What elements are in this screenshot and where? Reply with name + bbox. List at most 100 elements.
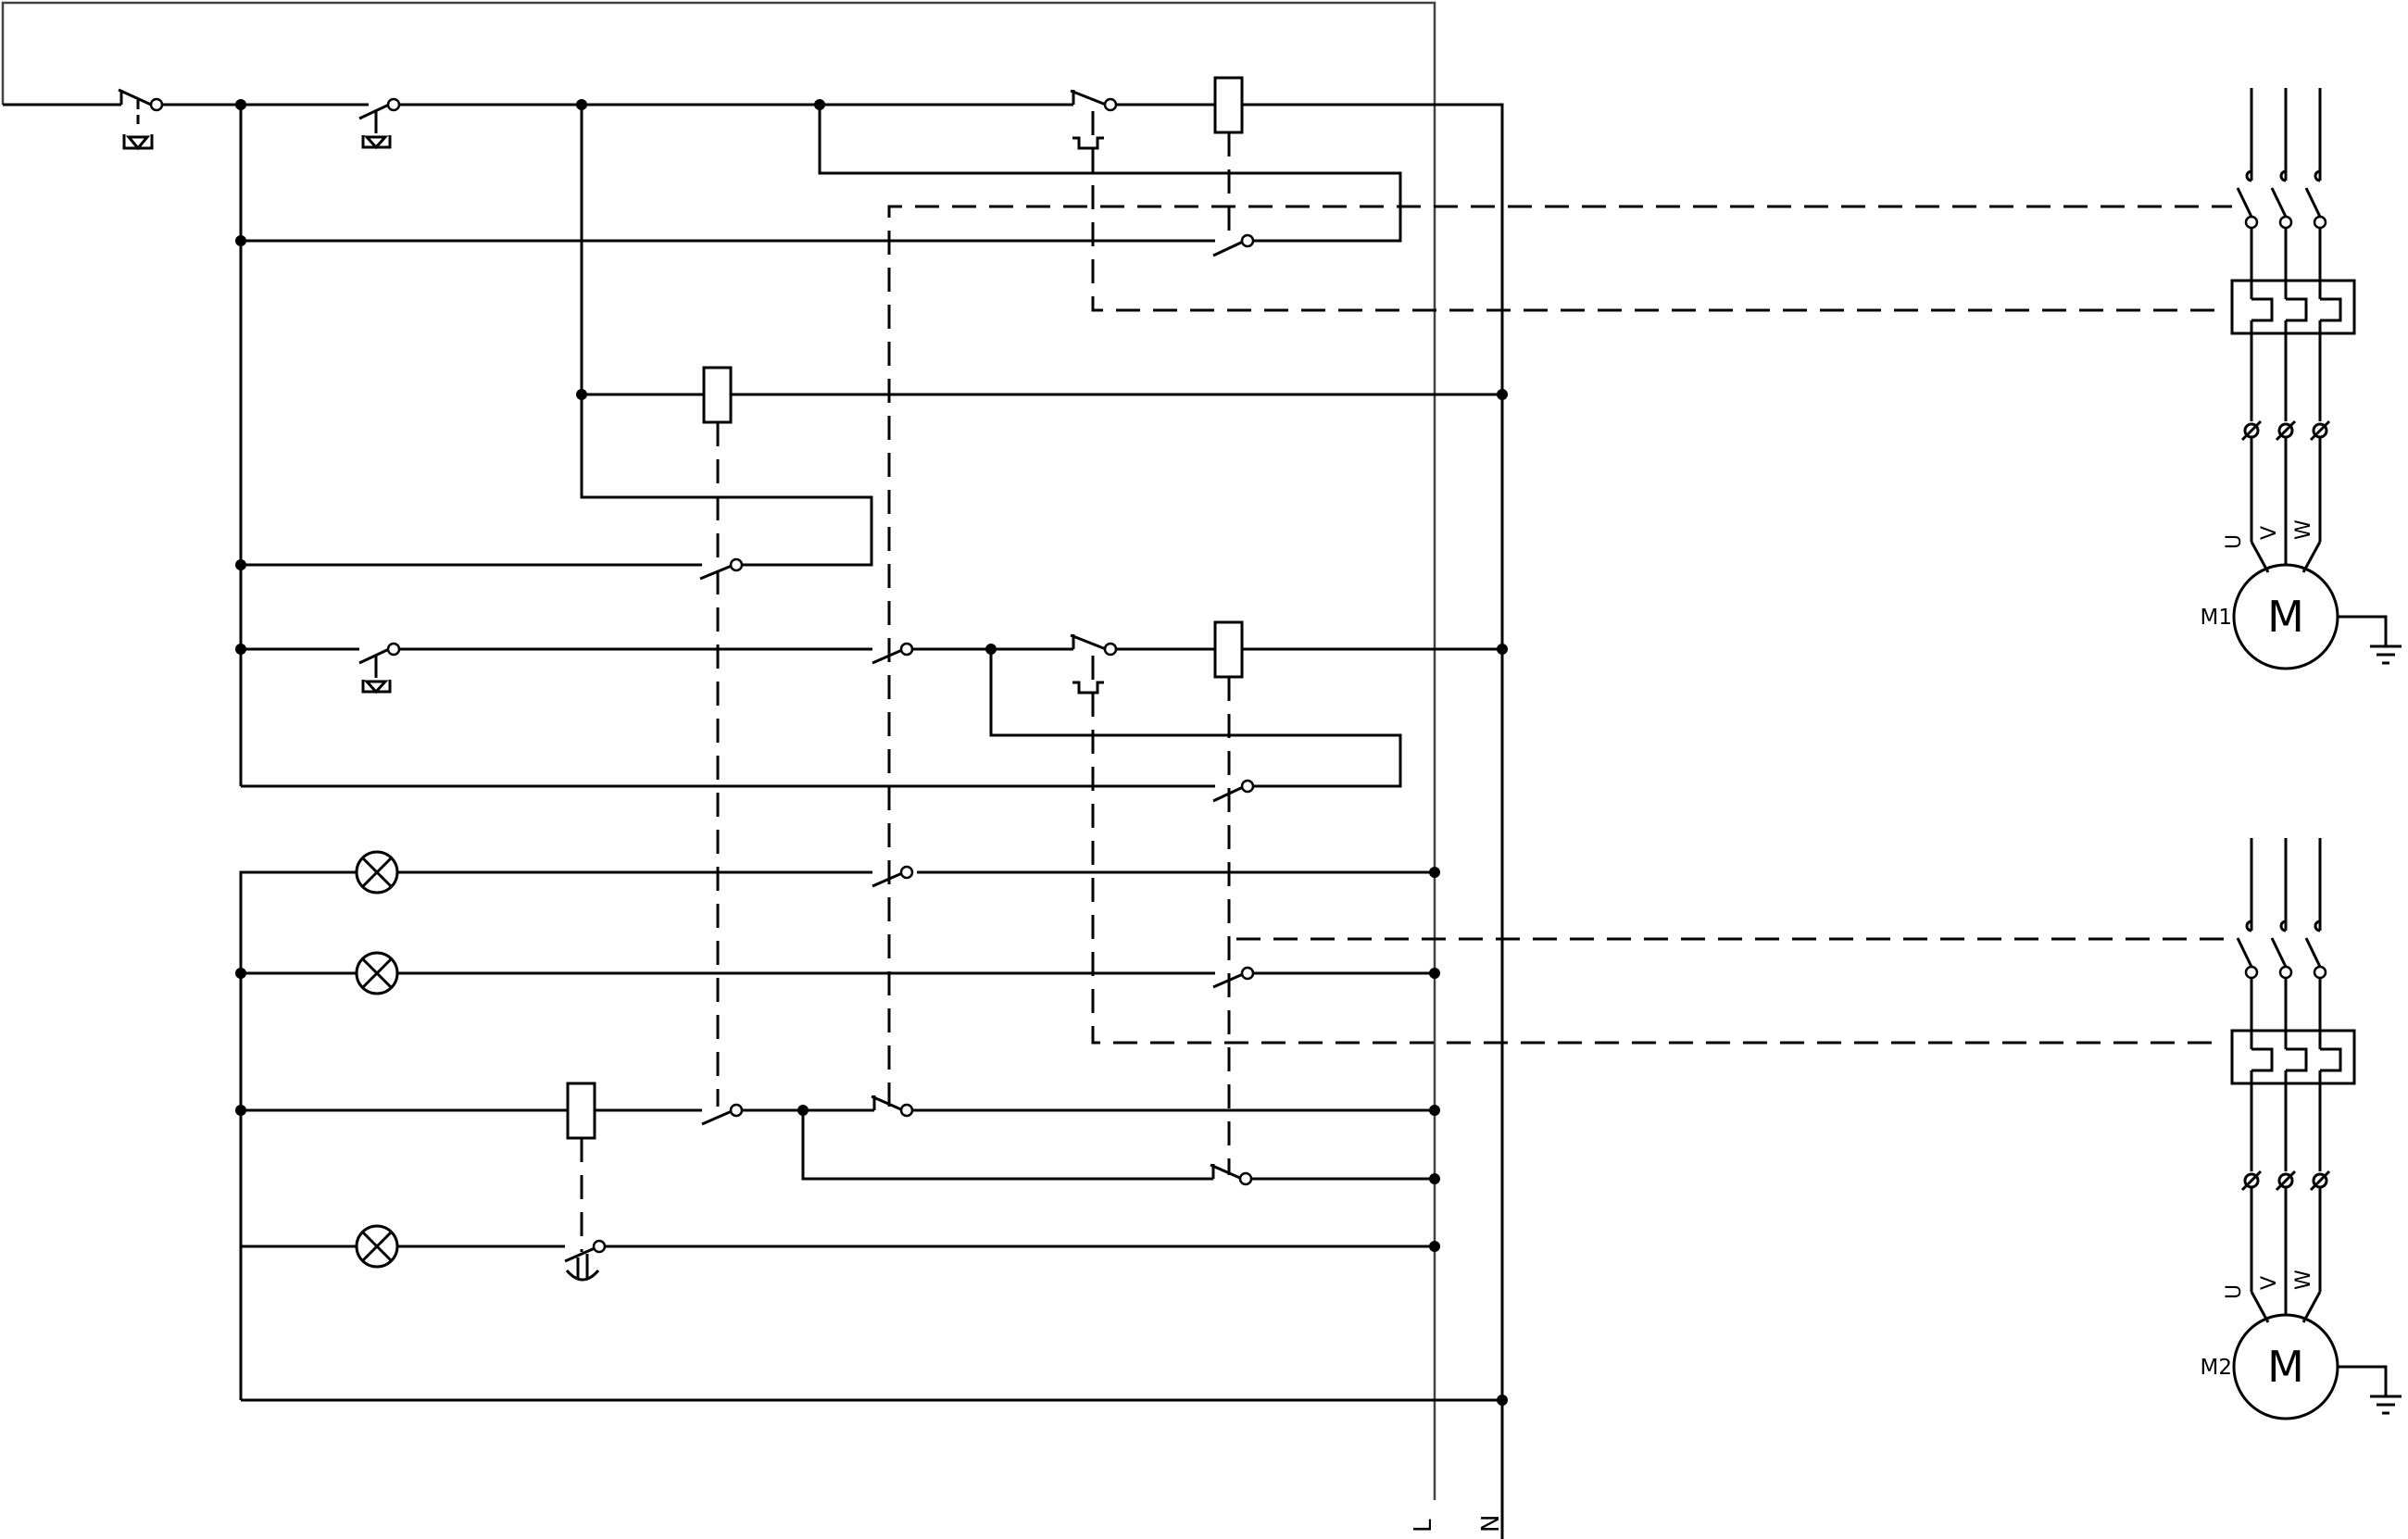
contactor-main-contact — [2236, 187, 2253, 218]
overload-heater-element — [2251, 1047, 2274, 1072]
contact-hook — [2245, 169, 2252, 182]
k1-aux-contact-no — [1212, 233, 1255, 257]
junction — [1497, 1395, 1508, 1406]
timer-row-wiring — [241, 1108, 1435, 1181]
ka-aux-contact-no — [699, 557, 744, 581]
rail-N — [1241, 103, 1504, 1539]
indicator-lamp-2 — [355, 951, 399, 995]
terminal-slash — [2240, 1170, 2263, 1192]
junction — [1497, 389, 1508, 400]
motor-label: M1 — [2201, 606, 2232, 630]
motor-lead-u — [2250, 541, 2270, 573]
junction — [235, 235, 246, 246]
indicator-lamp-1 — [355, 850, 399, 895]
junction — [797, 1105, 809, 1116]
phase-label-v: V — [2258, 1276, 2281, 1290]
k2-hold-loop — [241, 649, 1402, 788]
coil-kt-timer — [566, 1082, 596, 1140]
contact-hook — [2279, 920, 2287, 932]
ka-contact-no-timer-row — [701, 1103, 744, 1126]
ground-wire — [2338, 1365, 2388, 1396]
overload-heater-element — [2286, 297, 2308, 322]
contact-hook — [2314, 169, 2321, 182]
overload-heater-element — [2286, 1047, 2308, 1072]
start-m1-pushbutton-no[interactable] — [358, 97, 401, 150]
terminal-slash — [2309, 1170, 2331, 1192]
junction — [1497, 644, 1508, 655]
junction — [235, 559, 246, 570]
mechanical-linkage-overload-2 — [1091, 656, 2223, 1045]
k2-contact-nc-timer-row — [1210, 1163, 1253, 1186]
overload-heater-element — [2320, 1047, 2342, 1072]
phase-label-w: W — [2292, 519, 2315, 540]
overload-relay-block — [2230, 279, 2356, 335]
mechanical-linkage-k2 — [1227, 677, 2232, 1175]
junction — [235, 1105, 246, 1116]
contact-hook — [2279, 169, 2287, 182]
contactor-main-contact — [2270, 187, 2288, 218]
ka-contact-no-lamp1 — [872, 865, 914, 888]
contactor-main-contact — [2270, 937, 2288, 968]
terminal-slash — [2275, 419, 2297, 442]
mechanical-linkage-k1-to-m1-contactor — [887, 205, 2232, 1107]
phase-label-w: W — [2292, 1270, 2315, 1290]
terminal-slash — [2309, 419, 2331, 442]
contact-node — [2313, 965, 2327, 980]
contact-node — [2313, 215, 2327, 230]
k2-aux-contact-no — [1212, 779, 1255, 803]
junction — [1429, 1173, 1440, 1184]
coil-k2 — [1213, 620, 1244, 679]
timer-delay-contact-no — [564, 1239, 607, 1282]
overload-heater-element — [2320, 297, 2342, 322]
kt-contact-no-row-k2 — [872, 642, 914, 665]
terminal-slash — [2275, 1170, 2297, 1192]
ground-wire — [2338, 615, 2388, 646]
lamp-row-1-wiring — [239, 870, 1435, 1400]
k1-hold-loop — [241, 105, 1402, 243]
phase-label-u: U — [2223, 534, 2246, 549]
motor-lead-w — [2301, 541, 2322, 573]
motor-lead-u — [2250, 1291, 2270, 1323]
contact-node — [2244, 965, 2259, 980]
rail-L — [1, 1, 1436, 1500]
start-m2-pushbutton-no[interactable] — [358, 642, 401, 694]
contact-hook — [2245, 920, 2252, 932]
contact-node — [2278, 965, 2293, 980]
junction — [235, 968, 246, 979]
k1-contact-nc-timer-row — [871, 1095, 914, 1118]
junction — [235, 644, 246, 655]
motor-symbol: M — [2267, 1342, 2304, 1392]
phase-label-u: U — [2223, 1284, 2246, 1299]
contact-hook — [2314, 920, 2321, 932]
coil-k1 — [1213, 76, 1244, 134]
contactor-main-contact — [2304, 187, 2322, 218]
timer-contact-nc-row-k2 — [1070, 633, 1118, 694]
timer-contact-nc-row1 — [1070, 89, 1118, 150]
contact-node — [2278, 215, 2293, 230]
motor-symbol: M — [2267, 592, 2304, 642]
stop-pushbutton-nc[interactable] — [118, 88, 164, 151]
junction — [1429, 968, 1440, 979]
phase-label-v: V — [2258, 526, 2281, 540]
mechanical-linkage-overload-1 — [1091, 111, 2223, 312]
overload-relay-block — [2230, 1029, 2356, 1085]
rail-N-label: N — [1477, 1515, 1505, 1533]
overload-heater-element — [2251, 297, 2274, 322]
junction — [1429, 1241, 1440, 1252]
ka-hold-loop — [241, 394, 873, 567]
coil-ka — [702, 366, 733, 424]
junction — [1429, 1105, 1440, 1116]
k2-contact-no-lamp2 — [1212, 966, 1255, 989]
contact-node — [2244, 215, 2259, 230]
contactor-main-contact — [2304, 937, 2322, 968]
contactor-main-contact — [2236, 937, 2253, 968]
motor-label: M2 — [2201, 1356, 2232, 1380]
rail-L-label: L — [1410, 1519, 1437, 1533]
motor-lead-w — [2301, 1291, 2322, 1323]
indicator-lamp-3 — [355, 1224, 399, 1269]
terminal-slash — [2240, 419, 2263, 442]
junction — [1429, 867, 1440, 878]
